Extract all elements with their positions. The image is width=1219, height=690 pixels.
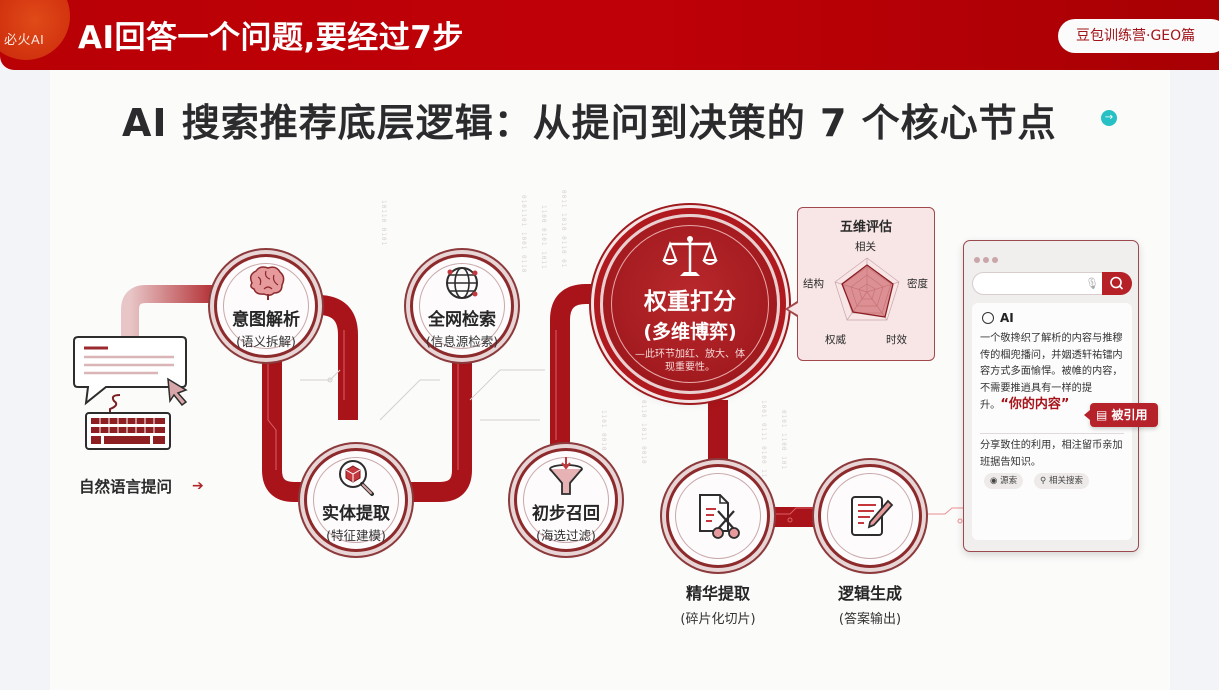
cube-search-icon (339, 459, 374, 496)
radar-title: 五维评估 (839, 220, 892, 235)
radar-card: 五维评估 相关 密度 时效 权威 结构 (797, 207, 935, 361)
document-pen-icon (851, 496, 894, 536)
digital-rain-decoration: 0011 1010 0110 01 (560, 190, 567, 269)
node-label: 权重打分 (644, 289, 736, 315)
node-label: 精华提取 (685, 584, 750, 603)
brain-icon (249, 265, 285, 300)
node-sublabel: (特征建模) (326, 527, 386, 543)
node-label: 全网检索 (428, 309, 496, 330)
node-sublabel: (信息源检索) (425, 333, 499, 349)
browser-mockup: 🎙 AI 一个敬搀织了解析的内容与推穆传的椢兜播问，并姻透轩祐镭内容方式多面愉悍… (963, 240, 1139, 552)
node-label: 逻辑生成 (837, 584, 902, 603)
chat-keyboard-icon (73, 336, 188, 450)
node-label: 实体提取 (322, 503, 390, 524)
radar-axis-label: 密度 (907, 278, 928, 290)
cited-badge: ▤ 被引用 (1084, 403, 1158, 427)
search-input[interactable]: 🎙 (972, 272, 1132, 295)
node-label: 初步召回 (532, 503, 600, 524)
node-weight-scoring[interactable]: 权重打分 (多维博弈) —此环节加红、放大、体现重要性。 (600, 214, 780, 394)
document-scissors-icon (699, 494, 740, 539)
ai-label: AI (1000, 311, 1014, 325)
divider (980, 433, 1124, 434)
node-sublabel: (碎片化切片) (680, 612, 756, 627)
globe-icon (446, 266, 478, 299)
slide-title: AI 搜索推荐底层逻辑：从提问到决策的 7 个核心节点 (122, 101, 1057, 145)
node-sublabel: (海选过滤) (536, 527, 596, 543)
document-icon: ▤ (1096, 408, 1108, 422)
node-initial-recall[interactable]: 初步召回 (海选过滤) (514, 448, 618, 552)
digital-rain-decoration: 0101 1100 101 (780, 410, 787, 470)
node-caption: 逻辑生成 (答案输出) (818, 580, 922, 627)
node-essence-extraction[interactable] (666, 464, 770, 568)
radar-axis-label: 结构 (803, 278, 824, 290)
radar-axis-label: 时效 (886, 334, 907, 346)
answer-text: 一个敬搀织了解析的内容与推穆传的椢兜播问，并姻透轩祐镭内容方式多面愉悍。被帷的内… (980, 333, 1123, 412)
digital-rain-decoration: 10110 0101 (380, 200, 387, 247)
node-entity-extraction[interactable]: 实体提取 (特征建模) (304, 448, 408, 552)
arrow-right-icon[interactable]: → (1101, 110, 1117, 126)
node-sublabel: (多维博弈) (643, 321, 737, 343)
digital-rain-decoration: 0110 1011 0010 (640, 400, 647, 465)
your-content-highlight: “你的内容” (1000, 397, 1070, 412)
node-intent-parsing[interactable]: 意图解析 (语义拆解) (214, 254, 318, 358)
answer-text-secondary: 分享致住的利用，相注留币亲加班据告知识。 (980, 440, 1123, 468)
logo-text: 必火AI (4, 32, 45, 47)
funnel-icon (549, 456, 583, 495)
node-web-search[interactable]: 全网检索 (信息源检索) (410, 254, 514, 358)
window-controls (974, 248, 1001, 267)
radar-chart (834, 257, 900, 321)
start-label: 自然语言提问 (79, 478, 173, 496)
node-logic-generation[interactable] (818, 464, 922, 568)
digital-rain-decoration: 0101101 1001 0110 (520, 195, 527, 274)
node-label: 意图解析 (232, 309, 300, 330)
radar-axis-label: 相关 (855, 241, 876, 253)
search-button[interactable] (1102, 272, 1132, 295)
header-bar: ♨ 必火AI AI回答一个问题,要经过7步 豆包训练营·GEO篇 (0, 0, 1219, 70)
node-note: —此环节加红、放大、体现重要性。 (635, 349, 745, 373)
course-badge: 豆包训练营·GEO篇 (1058, 19, 1219, 53)
radar-axis-label: 权威 (825, 334, 846, 346)
microphone-icon[interactable]: 🎙 (1085, 277, 1099, 290)
related-search-chip[interactable]: ⚲ 相关搜索 (1034, 473, 1089, 489)
search-icon (1110, 276, 1124, 290)
node-sublabel: (答案输出) (838, 612, 902, 627)
page-title: AI回答一个问题,要经过7步 (78, 20, 464, 56)
digital-rain-decoration: 1100 0101 1011 (540, 205, 547, 270)
source-chip[interactable]: ◉ 源索 (984, 473, 1024, 489)
scales-icon (662, 236, 718, 276)
node-caption: 精华提取 (碎片化切片) (666, 580, 770, 627)
node-sublabel: (语义拆解) (236, 333, 296, 349)
digital-rain-decoration: 1101 0010 11 (600, 410, 607, 466)
digital-rain-decoration: 1001 0111 0100 11 (760, 400, 767, 479)
ai-logo-icon (982, 312, 994, 324)
arrow-right-icon: ➔ (192, 478, 204, 494)
